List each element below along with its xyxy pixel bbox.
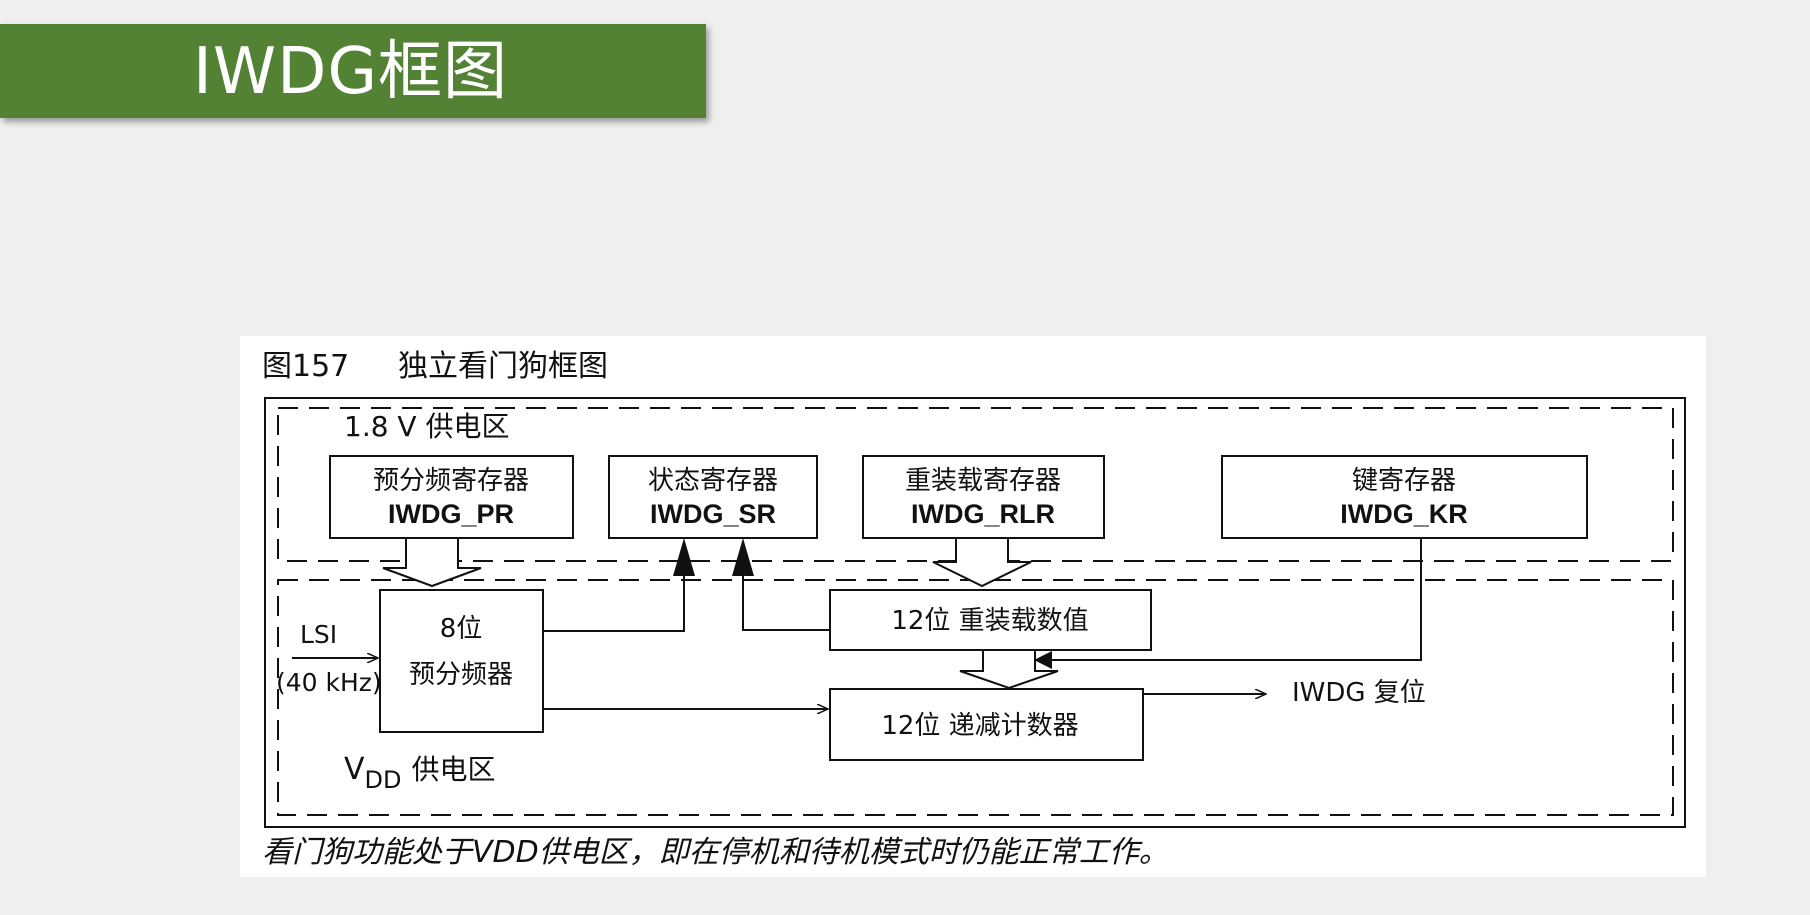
- hollow-arrow-reload-to-counter: [959, 651, 1059, 690]
- outer-frame: [264, 397, 1686, 828]
- filled-arrow-kr-trigger: [1034, 651, 1052, 669]
- prescaler-label-name: 预分频器: [409, 660, 513, 690]
- figure-number: 图157: [262, 349, 349, 384]
- slide-title-bar: IWDG框图: [0, 24, 706, 118]
- register-pr-en: IWDG_PR: [388, 499, 514, 529]
- figure-caption: 看门狗功能处于VDD供电区，即在停机和待机模式时仍能正常工作。: [262, 835, 1169, 870]
- reload-value-box: 12位 重装载数值: [829, 589, 1152, 651]
- reload-value-label: 12位 重装载数值: [891, 606, 1088, 636]
- register-rlr-cn: 重装载寄存器: [905, 466, 1061, 496]
- register-box-pr: 预分频寄存器 IWDG_PR: [329, 455, 574, 539]
- register-sr-en: IWDG_SR: [650, 499, 776, 529]
- line-prescaler-to-sr: [543, 558, 685, 632]
- iwdg-reset-label: IWDG 复位: [1292, 678, 1426, 708]
- figure-title: 独立看门狗框图: [398, 349, 608, 384]
- lsi-label: LSI: [300, 620, 337, 649]
- lsi-frequency-label: (40 kHz): [276, 668, 382, 697]
- line-reload-to-sr: [742, 558, 830, 631]
- register-box-kr: 键寄存器 IWDG_KR: [1221, 455, 1588, 539]
- register-sr-cn: 状态寄存器: [648, 466, 778, 496]
- register-pr-cn: 预分频寄存器: [373, 466, 529, 496]
- hollow-arrow-rlr-to-reload: [932, 539, 1032, 588]
- register-kr-cn: 键寄存器: [1352, 466, 1456, 496]
- prescaler-label-bits: 8位: [440, 614, 483, 644]
- down-counter-box: 12位 递减计数器: [829, 688, 1144, 761]
- zone-1v8-label: 1.8 V 供电区: [344, 410, 510, 443]
- filled-arrow-into-sr-1: [673, 538, 695, 576]
- line-kr-to-counter: [1048, 539, 1422, 661]
- slide-title: IWDG框图: [193, 35, 509, 109]
- register-rlr-en: IWDG_RLR: [911, 499, 1055, 529]
- register-kr-en: IWDG_KR: [1340, 499, 1468, 529]
- prescaler-box: 8位 预分频器: [379, 589, 544, 733]
- hollow-arrow-pr-to-prescaler: [382, 539, 482, 588]
- filled-arrow-into-sr-2: [732, 538, 754, 576]
- down-counter-label: 12位 递减计数器: [881, 711, 1078, 741]
- register-box-rlr: 重装载寄存器 IWDG_RLR: [862, 455, 1105, 539]
- register-box-sr: 状态寄存器 IWDG_SR: [608, 455, 818, 539]
